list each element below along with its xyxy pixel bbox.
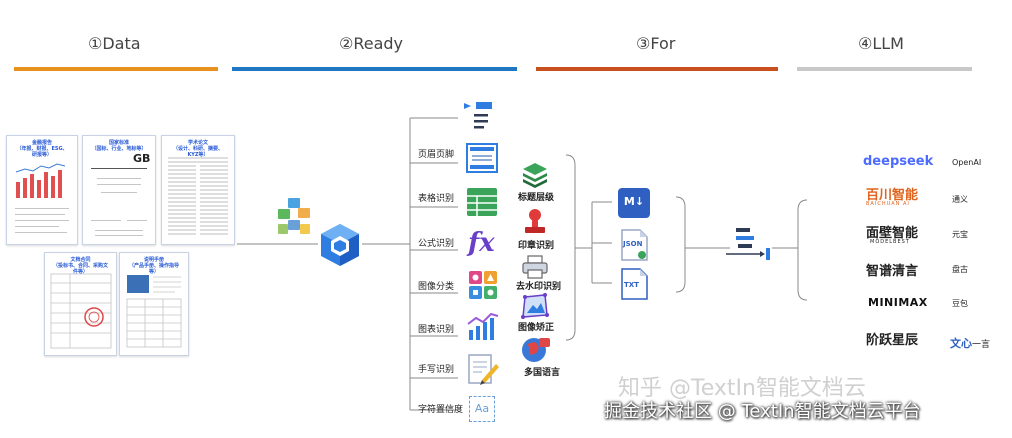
llm-name-tongyi: 通义: [952, 195, 968, 204]
doc-contract: 文档合同 （投标书、合同、采购文件等）: [44, 252, 117, 356]
llm-input-icon: [726, 228, 770, 260]
llm-name-yuanbao: 元宝: [952, 230, 968, 239]
json-icon: JSON: [620, 229, 648, 261]
llm-logo-modelbest-sub: MODELBEST: [870, 239, 910, 245]
stage-ready-label: ②Ready: [339, 34, 404, 53]
feature-handwriting: 手写识别: [418, 365, 455, 375]
doc-form-table-icon: [50, 273, 112, 349]
sub-title-level: 标题层级: [518, 193, 555, 203]
file-type-icons: [278, 198, 310, 234]
stage-for-bar: [536, 67, 778, 71]
sub-watermark-removal: 去水印识别: [516, 282, 562, 292]
doc-national-standard: 国家标准 （国标、行业、地标等） GB: [82, 135, 156, 245]
llm-name-pangu: 盘古: [952, 265, 968, 274]
llm-logo-stepfun: 阶跃星辰: [866, 333, 919, 348]
llm-logo-baichuan: 百川智能: [866, 188, 919, 203]
stage-data-label: ①Data: [88, 34, 141, 53]
wenxin-part2: 一言: [972, 340, 991, 350]
feature-image-classify: 图像分类: [418, 282, 455, 292]
json-label: JSON: [623, 240, 643, 248]
wenxin-part1: 文心: [950, 337, 972, 350]
multilanguage-icon: [522, 338, 550, 362]
feature-header-footer: 页眉页脚: [418, 150, 455, 160]
llm-logo-baichuan-sub: BAICHUAN AI: [866, 201, 910, 207]
image-classify-icon: [469, 271, 497, 299]
gb-logo: GB: [133, 152, 151, 165]
markdown-label: M↓: [623, 195, 645, 208]
header-footer-icon: [466, 143, 498, 173]
handwriting-icon: [468, 354, 499, 385]
sub-image-correction: 图像矫正: [518, 323, 555, 333]
watermark-zhihu: 知乎 @TextIn智能文档云: [618, 376, 866, 401]
stage-llm-bar: [797, 67, 972, 71]
llm-logo-modelbest: 面壁智能: [866, 226, 919, 241]
markdown-icon: M↓: [618, 188, 650, 218]
txt-icon: TXT: [620, 268, 648, 300]
feature-char-confidence: 字符置信度: [418, 405, 464, 415]
doc-text-lines-icon: [168, 157, 228, 235]
feature-chart: 图表识别: [418, 325, 455, 335]
stage-for-label: ③For: [636, 34, 676, 53]
txt-label: TXT: [624, 281, 639, 289]
stage-llm-label: ④LLM: [858, 34, 904, 53]
llm-logo-minimax: MINIMAX: [868, 296, 928, 309]
doc-bar-chart-icon: [15, 163, 66, 198]
llm-logo-wenxin: 文心一言: [950, 332, 990, 351]
feature-formula: 公式识别: [418, 239, 455, 249]
doc-paper-title: 学术论文 （设计、科研、摘要、KYZ等）: [172, 140, 223, 158]
title-level-icon: [523, 163, 547, 188]
feature-table: 表格识别: [418, 194, 455, 204]
doc-manual-content-icon: [126, 275, 182, 348]
footer-watermark: 掘金技术社区 @ TextIn智能文档云平台: [604, 401, 921, 422]
printer-icon: [522, 255, 548, 279]
doc-financial-title: 金融报告 （年报、财报、ESG、研报等）: [16, 140, 68, 158]
doc-financial-report: 金融报告 （年报、财报、ESG、研报等）: [6, 135, 78, 245]
sub-seal: 印章识别: [518, 241, 555, 251]
chart-icon: [467, 312, 499, 340]
llm-logo-zhipu: 智谱清言: [866, 264, 919, 279]
stage-ready-bar: [232, 67, 517, 71]
doc-manual-title: 说明手册 （产品手册、操作指导等）: [128, 257, 179, 275]
char-confidence-icon: Aa: [469, 396, 495, 422]
textin-logo-icon: [321, 224, 359, 266]
table-icon: [467, 188, 497, 216]
doc-standard-title: 国家标准 （国标、行业、地标等）: [91, 140, 147, 152]
llm-name-openai: OpenAI: [952, 158, 982, 167]
doc-manual: 说明手册 （产品手册、操作指导等）: [119, 252, 189, 356]
llm-name-doubao: 豆包: [952, 299, 968, 308]
image-correction-icon: [521, 293, 549, 319]
layout-list-icon: [464, 102, 492, 129]
llm-logo-deepseek: deepseek: [863, 154, 934, 169]
doc-contract-title: 文档合同 （投标书、合同、采购文件等）: [53, 257, 109, 275]
sub-multilanguage: 多国语言: [524, 368, 561, 378]
stage-data-bar: [14, 67, 218, 71]
formula-icon: fx: [468, 228, 495, 258]
doc-academic-paper: 学术论文 （设计、科研、摘要、KYZ等）: [161, 135, 235, 245]
seal-stamp-icon: [525, 209, 545, 233]
